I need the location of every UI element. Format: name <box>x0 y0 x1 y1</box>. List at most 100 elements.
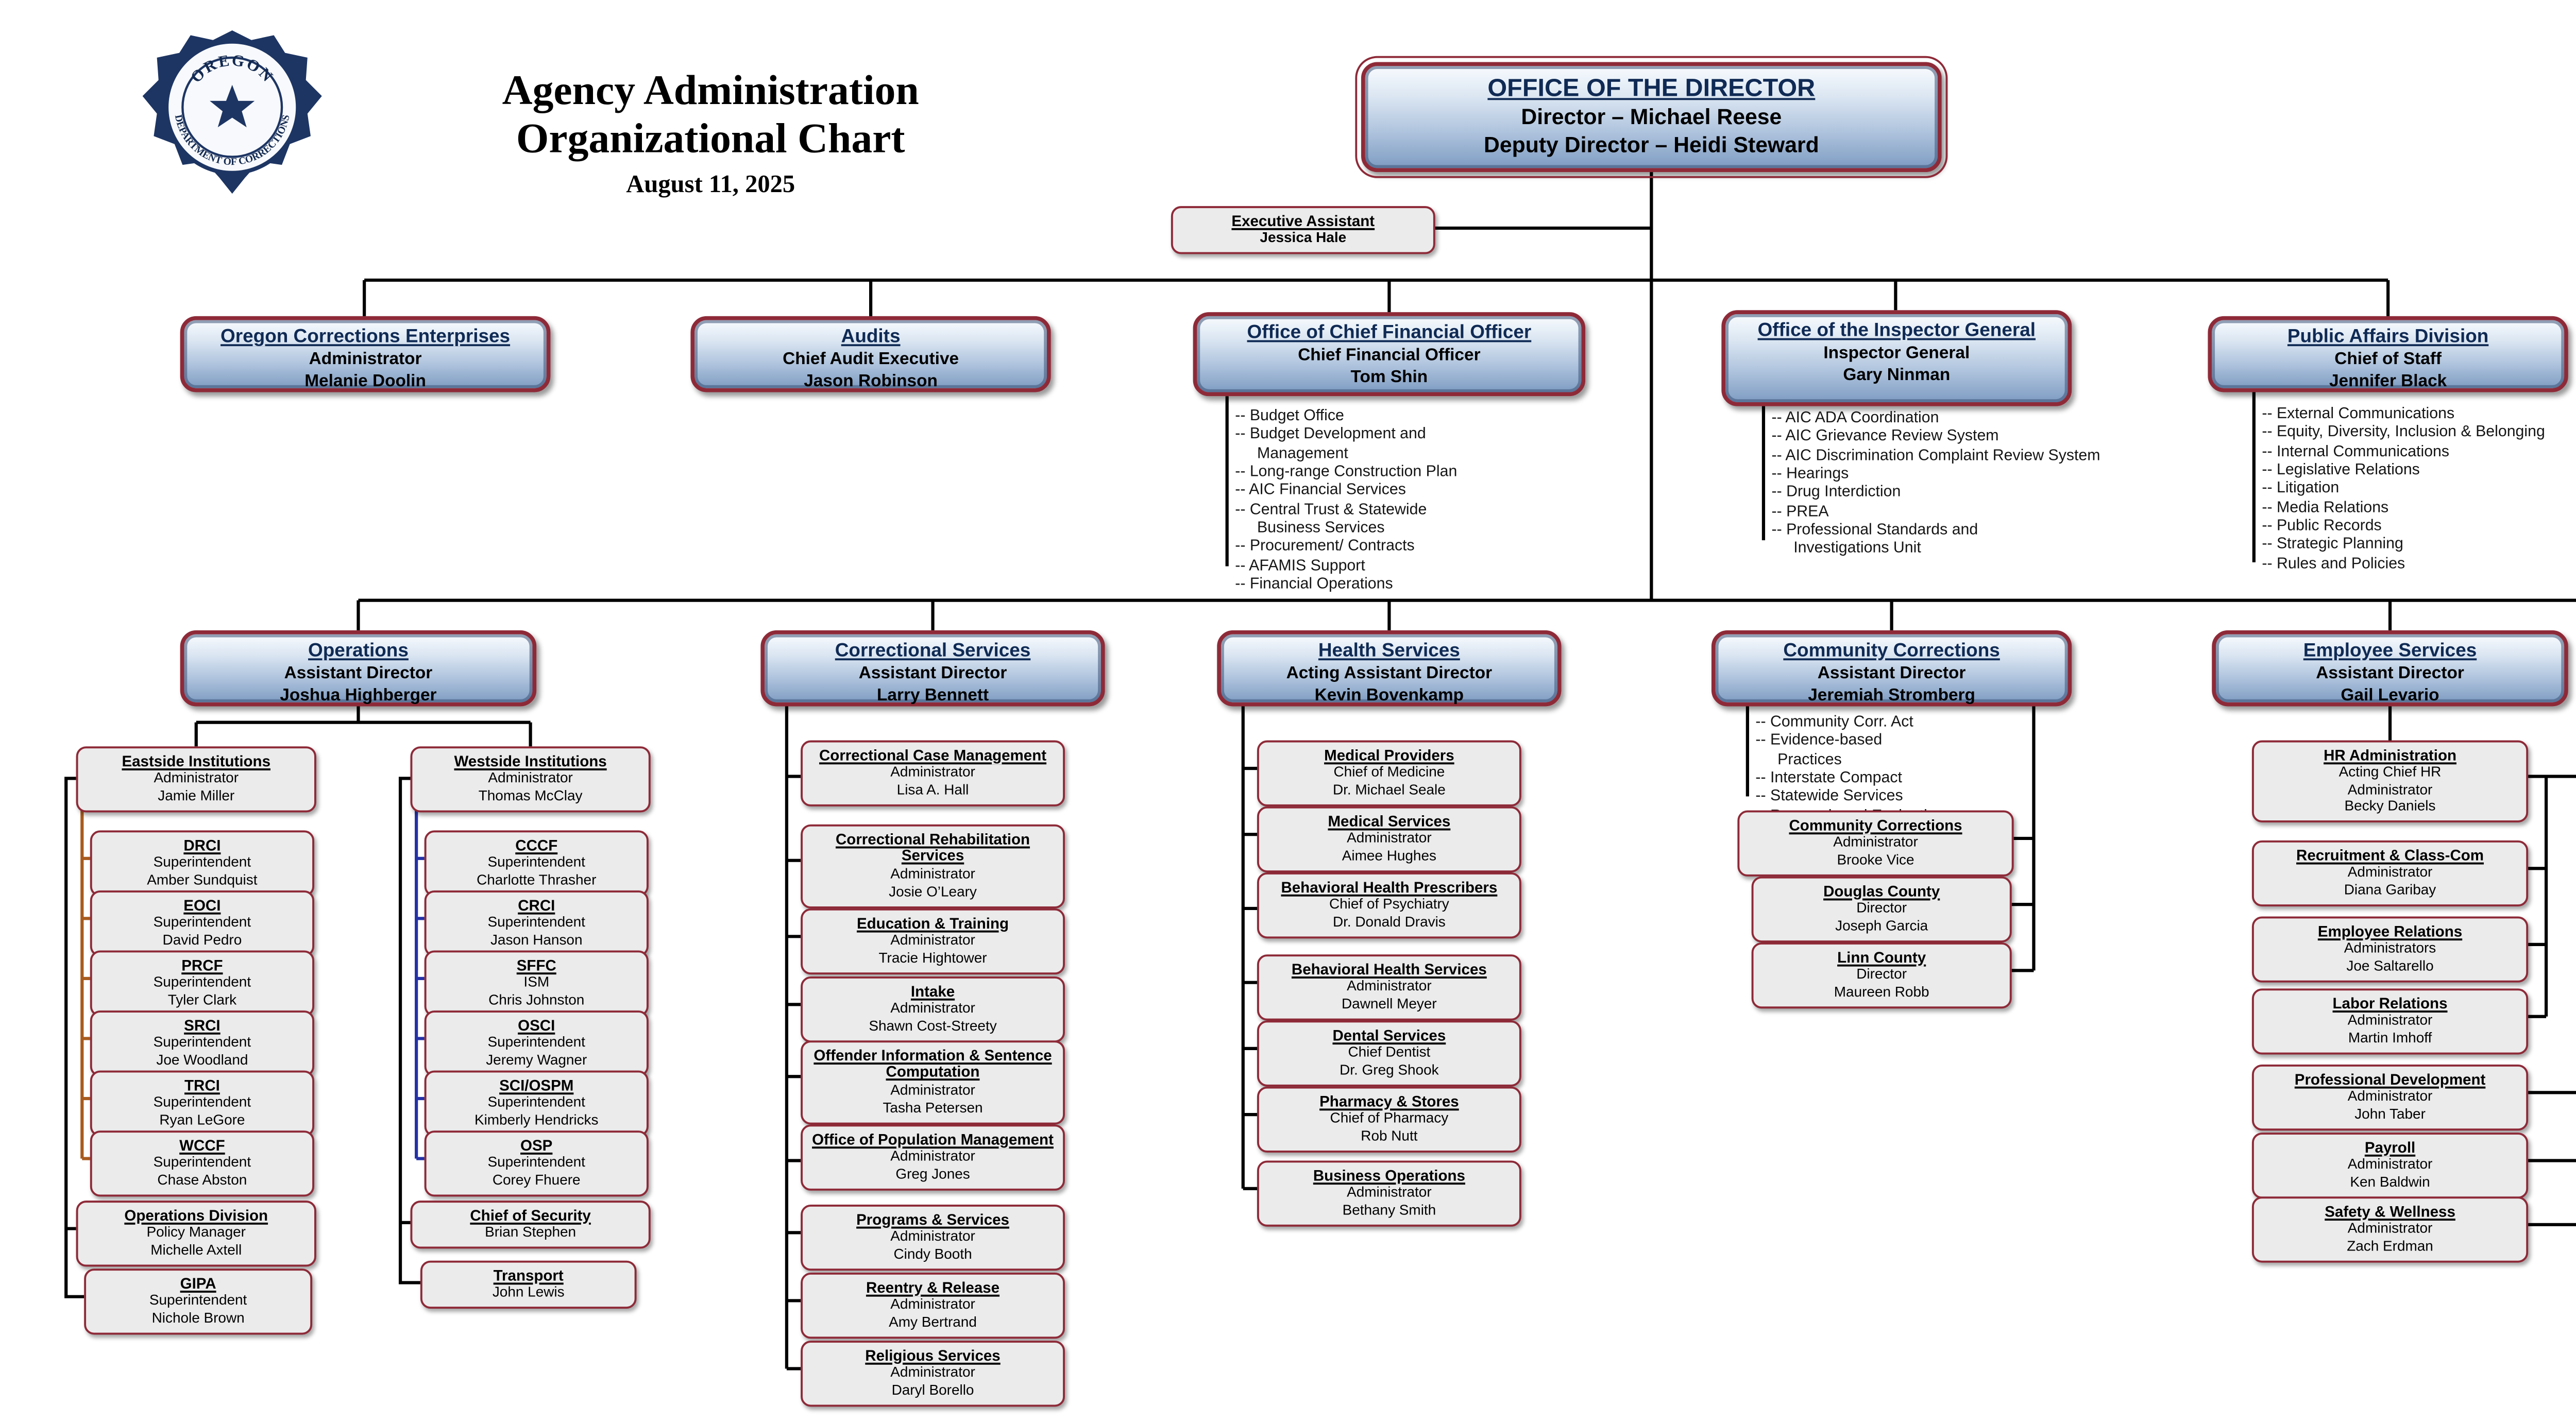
node-title: SRCI <box>184 1015 221 1034</box>
box-title: Office of the Inspector General <box>1757 319 2036 341</box>
bullet-item: -- Professional Standards and Investigat… <box>1771 520 1978 557</box>
node-title: Offender Information & Sentence Computat… <box>814 1045 1052 1082</box>
node-person: Jamie Miller <box>158 786 235 804</box>
bullet-item: -- Rules and Policies <box>2262 554 2405 572</box>
node-title: SCI/OSPM <box>499 1075 574 1094</box>
node-intake: Intake Administrator Shawn Cost-Streety <box>801 976 1065 1042</box>
node-person: Maureen Robb <box>1834 982 1929 1001</box>
division-community-corrections: Community Corrections Assistant Director… <box>1711 630 2072 707</box>
box-role: Chief Financial Officer <box>1298 345 1481 365</box>
bullet-item: -- Budget Office <box>1235 406 1344 424</box>
node-person: Brian Stephen <box>485 1223 577 1242</box>
node-role: Chief of Medicine <box>1333 763 1445 782</box>
node-osp: OSP Superintendent Corey Fhuere <box>424 1130 649 1197</box>
node-title: PRCF <box>181 955 223 974</box>
node-role: Superintendent <box>153 1033 251 1052</box>
division-health-services: Health Services Acting Assistant Directo… <box>1217 630 1562 707</box>
node-role: Administrator <box>890 1147 975 1166</box>
badge-ring-inner <box>181 56 283 158</box>
node-title: TRCI <box>184 1075 220 1094</box>
node-prcf: PRCF Superintendent Tyler Clark <box>90 950 314 1017</box>
node-role: Superintendent <box>153 1093 251 1112</box>
node-payroll: Payroll Administrator Ken Baldwin <box>2251 1133 2529 1198</box>
node-behavioral-health-prescribers: Behavioral Health Prescribers Chief of P… <box>1257 872 1521 938</box>
node-chief-of-security: Chief of Security Brian Stephen <box>410 1201 651 1250</box>
node-title: OSP <box>520 1135 553 1154</box>
node-role: Administrator <box>890 1363 975 1382</box>
node-title: Correctional Rehabilitation Services <box>835 829 1030 866</box>
node-title: Community Corrections <box>1789 815 1962 834</box>
node-person: Josie O’Leary <box>889 882 977 900</box>
node-role: Director <box>1856 965 1907 984</box>
node-person: Amber Sundquist <box>147 870 258 888</box>
node-osci: OSCI Superintendent Jeremy Wagner <box>424 1010 649 1076</box>
node-person: Tyler Clark <box>167 990 237 1008</box>
box-role: Assistant Director <box>858 663 1007 683</box>
node-role: Administrator <box>890 999 975 1018</box>
node-person: Lisa A. Hall <box>896 780 969 798</box>
node-wccf: WCCF Superintendent Chase Abston <box>90 1130 314 1197</box>
box-oregon-corrections-enterprises: Oregon Corrections Enterprises Administr… <box>180 316 551 392</box>
node-role: Chief Dentist <box>1348 1043 1431 1061</box>
node-title: Employee Relations <box>2317 921 2463 940</box>
inspector-general-bullet-list: -- AIC ADA Coordination-- AIC Grievance … <box>1771 408 2244 558</box>
node-person: Becky Daniels <box>2344 797 2436 815</box>
node-person: John Lewis <box>492 1283 565 1302</box>
box-title: Correctional Services <box>835 639 1031 662</box>
box-person: Jason Robinson <box>804 370 938 390</box>
node-person: Nichole Brown <box>151 1308 245 1327</box>
box-title: Operations <box>308 639 409 662</box>
node-role: Administrator <box>2347 1219 2433 1238</box>
node-programs-services: Programs & Services Administrator Cindy … <box>801 1204 1065 1271</box>
bullet-item: -- Central Trust & Statewide Business Se… <box>1235 500 1427 537</box>
oregon-doc-badge-logo: OREGON DEPARTMENT OF CORRECTIONS <box>142 30 322 194</box>
box-person: Tom Shin <box>1350 366 1428 386</box>
node-correctional-rehabilitation-services: Correctional Rehabilitation Services Adm… <box>801 824 1065 908</box>
node-title: OSCI <box>518 1015 555 1034</box>
node-title: Douglas County <box>1823 881 1940 900</box>
bullet-item: -- AIC Grievance Review System <box>1771 426 1999 445</box>
node-person: Daryl Borello <box>891 1380 974 1399</box>
node-trci: TRCI Superintendent Ryan LeGore <box>90 1070 314 1137</box>
node-person: Bethany Smith <box>1342 1200 1436 1219</box>
node-religious-services: Religious Services Administrator Daryl B… <box>801 1341 1065 1407</box>
node-role: Administrator <box>1347 977 1432 996</box>
chart-title-line1: Agency Administration <box>502 66 919 114</box>
node-person: Tasha Petersen <box>883 1098 983 1117</box>
node-srci: SRCI Superintendent Joe Woodland <box>90 1010 314 1076</box>
node-role: Administrator <box>1347 1183 1432 1202</box>
node-title: Recruitment & Class-Com <box>2296 845 2484 864</box>
node-title: Medical Providers <box>1324 745 1454 764</box>
node-role: Administrator <box>1347 829 1432 848</box>
bullet-item: -- AIC Discrimination Complaint Review S… <box>1771 445 2100 464</box>
box-person: Gary Ninman <box>1843 364 1951 384</box>
node-title: Linn County <box>1837 947 1926 966</box>
node-role: Administrator <box>890 931 975 950</box>
node-role: Administrator <box>890 1081 975 1100</box>
node-person: Jason Hanson <box>490 930 583 949</box>
node-role: Administrator <box>2347 1011 2433 1030</box>
node-title: GIPA <box>180 1273 216 1292</box>
box-person: Kevin Bovenkamp <box>1314 684 1464 705</box>
node-title: Dental Services <box>1332 1025 1446 1044</box>
bullet-item: -- Procurement/ Contracts <box>1235 537 1415 555</box>
box-title: Oregon Corrections Enterprises <box>221 325 511 348</box>
node-role: Administrator <box>890 865 975 883</box>
box-title: Health Services <box>1318 639 1460 662</box>
node-title: Executive Assistant <box>1231 211 1375 229</box>
division-operations: Operations Assistant Director Joshua Hig… <box>180 630 537 707</box>
node-gipa: GIPA Superintendent Nichole Brown <box>84 1268 313 1335</box>
node-title: Programs & Services <box>856 1209 1009 1228</box>
division-employee-services: Employee Services Assistant Director Gai… <box>2212 630 2568 707</box>
box-office-of-the-inspector-general: Office of the Inspector General Inspecto… <box>1721 310 2072 406</box>
bullet-item: -- Strategic Planning <box>2262 535 2403 553</box>
bullet-item: -- Internal Communications <box>2262 441 2450 460</box>
node-transport: Transport John Lewis <box>420 1260 637 1310</box>
node-title: EOCI <box>183 895 221 914</box>
node-person: Brooke Vice <box>1837 850 1914 868</box>
chart-title-line2: Organizational Chart <box>516 114 905 163</box>
node-role: Superintendent <box>153 853 251 871</box>
node-title: Office of Population Management <box>812 1129 1054 1148</box>
node-person: Jessica Hale <box>1260 229 1347 247</box>
bullet-item: -- PREA <box>1771 502 1829 520</box>
